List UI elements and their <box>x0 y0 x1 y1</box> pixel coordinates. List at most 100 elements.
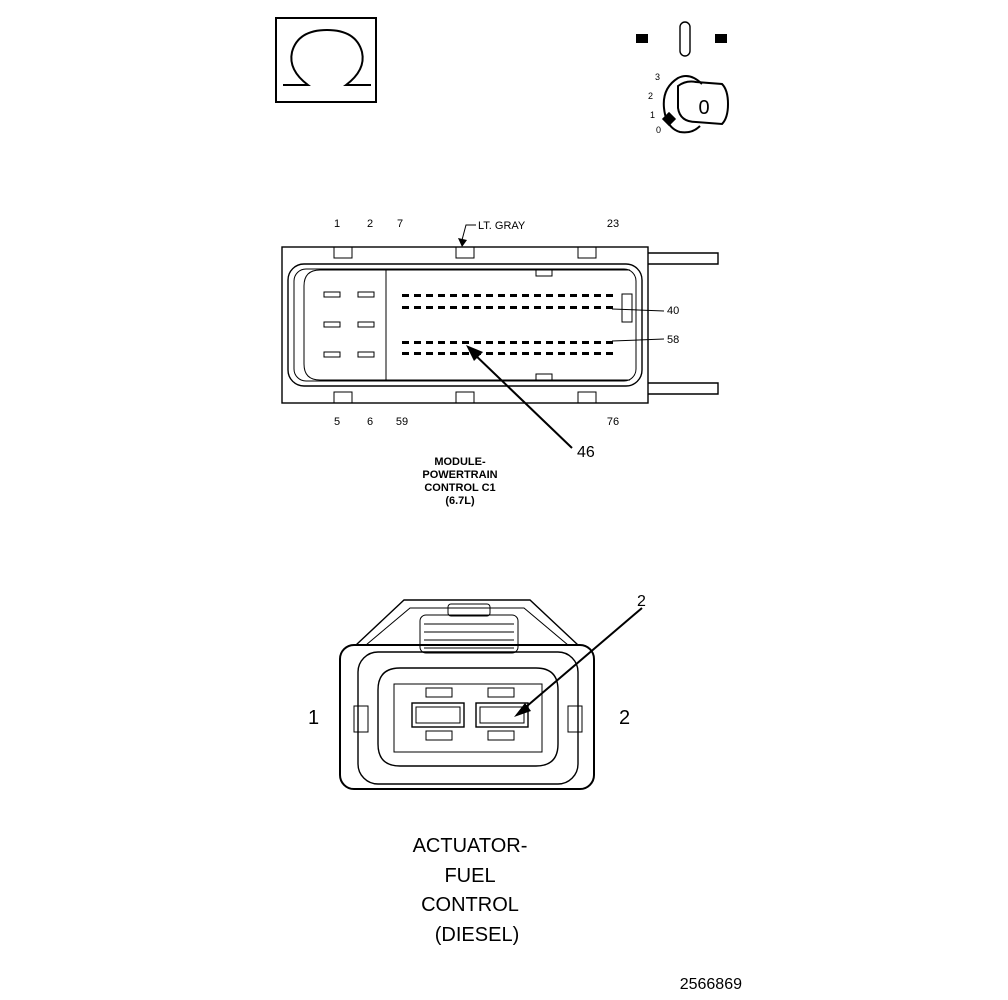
svg-text:(6.7L): (6.7L) <box>445 495 475 507</box>
svg-text:FUEL: FUEL <box>444 865 495 887</box>
pin-cavity <box>486 294 493 297</box>
pin-cavity <box>474 306 481 309</box>
pin-cavity <box>498 341 505 344</box>
pin-cavity <box>582 352 589 355</box>
pin-cavity <box>414 294 421 297</box>
pin-label-40: 40 <box>667 305 679 317</box>
pin-cavity <box>426 341 433 344</box>
actuator-callout-2: 2 <box>637 593 646 610</box>
pin-cavity <box>426 352 433 355</box>
pin-cavity <box>414 352 421 355</box>
pin-cavity <box>522 294 529 297</box>
pin-cavity <box>546 352 553 355</box>
pin-cavity <box>462 341 469 344</box>
pin-cavity <box>486 352 493 355</box>
pin-label-58: 58 <box>667 334 679 346</box>
pin-cavity <box>486 306 493 309</box>
pin-cavity <box>546 341 553 344</box>
ohmmeter-icon <box>275 17 377 103</box>
actuator-pin-label-1: 1 <box>308 707 319 729</box>
svg-text:(DIESEL): (DIESEL) <box>435 924 519 946</box>
pin-label-76: 76 <box>607 416 619 428</box>
pin-cavity <box>402 352 409 355</box>
pin-cavity <box>594 341 601 344</box>
pin-cavity <box>462 306 469 309</box>
svg-text:CONTROL: CONTROL <box>421 894 519 916</box>
pin-label-59: 59 <box>396 416 408 428</box>
pin-cavity <box>546 294 553 297</box>
pcm-connector-name: MODULE- POWERTRAIN CONTROL C1 (6.7L) <box>422 456 497 507</box>
pin-cavity <box>486 341 493 344</box>
connector-color-label: LT. GRAY <box>478 220 526 232</box>
pin-cavity <box>474 341 481 344</box>
pin-cavity <box>498 306 505 309</box>
actuator-connector: 2 1 2 ACTUATOR- FUEL CONTROL (DIESEL) <box>308 593 646 946</box>
pin-cavity <box>498 352 505 355</box>
pin-cavity <box>438 294 445 297</box>
pin-cavity <box>606 341 613 344</box>
pin-cavity <box>510 352 517 355</box>
pin-cavity <box>582 294 589 297</box>
pin-cavity <box>438 352 445 355</box>
pcm-pin-rows <box>402 294 613 355</box>
pin-cavity <box>474 294 481 297</box>
pin-cavity <box>462 352 469 355</box>
pin-cavity <box>510 341 517 344</box>
pin-cavity <box>414 341 421 344</box>
pin-cavity <box>414 306 421 309</box>
pin-label-1: 1 <box>334 218 340 230</box>
pin-cavity <box>522 341 529 344</box>
pin-cavity <box>534 341 541 344</box>
pin-cavity <box>426 294 433 297</box>
pin-cavity <box>402 341 409 344</box>
pin-cavity <box>594 294 601 297</box>
ignition-key-icon: 0 3 2 1 0 <box>636 21 730 135</box>
pin-cavity <box>498 294 505 297</box>
pin-label-23: 23 <box>607 218 619 230</box>
pin-cavity <box>438 341 445 344</box>
pcm-connector-c1: 1 2 7 23 5 6 59 76 LT. GRAY <box>281 218 719 507</box>
pin-cavity <box>450 352 457 355</box>
pin-cavity <box>450 294 457 297</box>
switch-position-2: 2 <box>648 91 653 101</box>
pin-cavity <box>570 341 577 344</box>
pin-cavity <box>510 294 517 297</box>
pin-cavity <box>462 294 469 297</box>
actuator-pin-label-2: 2 <box>619 707 630 729</box>
pin-label-5: 5 <box>334 416 340 428</box>
pin-cavity <box>558 352 565 355</box>
pin-cavity <box>522 306 529 309</box>
pin-cavity <box>570 306 577 309</box>
pin-cavity <box>594 352 601 355</box>
pin-cavity <box>534 306 541 309</box>
svg-text:ACTUATOR-: ACTUATOR- <box>413 835 528 857</box>
pin-cavity <box>510 306 517 309</box>
pin-callout-46: 46 <box>577 444 595 461</box>
pin-cavity <box>594 306 601 309</box>
switch-position-3: 3 <box>655 72 660 82</box>
pin-cavity <box>606 306 613 309</box>
pin-cavity <box>606 294 613 297</box>
pin-cavity <box>438 306 445 309</box>
pin-cavity <box>606 352 613 355</box>
pin-cavity <box>546 306 553 309</box>
pin-cavity <box>570 294 577 297</box>
pin-cavity <box>402 306 409 309</box>
svg-text:MODULE-: MODULE- <box>434 456 486 468</box>
pin-cavity <box>558 341 565 344</box>
pin-label-7: 7 <box>397 218 403 230</box>
pin-cavity <box>582 306 589 309</box>
pin-cavity <box>522 352 529 355</box>
pin-cavity <box>426 306 433 309</box>
svg-text:POWERTRAIN: POWERTRAIN <box>422 469 497 481</box>
actuator-connector-name: ACTUATOR- FUEL CONTROL (DIESEL) <box>413 835 528 946</box>
pin-cavity <box>582 341 589 344</box>
figure-id: 2566869 <box>680 976 742 993</box>
pin-label-2: 2 <box>367 218 373 230</box>
switch-position-0: 0 <box>656 125 661 135</box>
pin-label-6: 6 <box>367 416 373 428</box>
pin-cavity <box>534 294 541 297</box>
pin-cavity <box>558 306 565 309</box>
svg-text:CONTROL C1: CONTROL C1 <box>424 482 495 494</box>
pin-cavity <box>534 352 541 355</box>
